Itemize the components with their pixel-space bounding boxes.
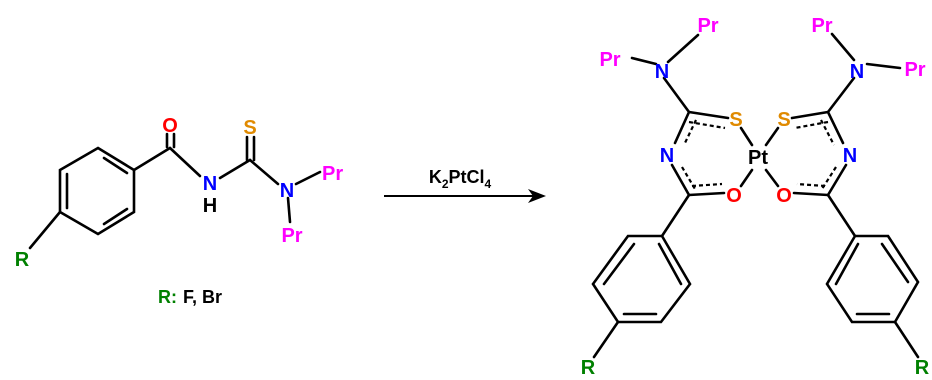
- product-right-propyl-b: Pr: [904, 59, 925, 81]
- reagent-formula: K2PtCl4: [429, 167, 492, 191]
- product-right-r-group: R: [915, 357, 930, 379]
- product-left-r-group: R: [581, 357, 596, 379]
- reactant-r-group: R: [15, 249, 30, 271]
- product-platinum-atom: Pt: [748, 147, 768, 169]
- reagent-ptcl: PtCl: [449, 167, 485, 187]
- product-right-benzene-ring: [825, 234, 920, 324]
- product-right-ligand: N Pr Pr S N O R: [764, 15, 930, 379]
- substituent-note-values: F, Br: [183, 287, 222, 307]
- reagent-subscript-2: 2: [442, 177, 449, 191]
- reactant-sulfur-atom: S: [243, 117, 256, 139]
- product-right-oxygen-atom: O: [776, 185, 792, 207]
- reactant-molecule: O S N H N Pr Pr R: [15, 115, 344, 271]
- product-left-amine-nitrogen: N: [655, 61, 669, 83]
- reaction-arrow-icon: [384, 189, 546, 203]
- reactant-propyl-2: Pr: [281, 225, 302, 247]
- product-left-propyl-b: Pr: [697, 15, 718, 37]
- reactant-amide-hydrogen: H: [203, 195, 217, 217]
- product-left-oxygen-atom: O: [726, 185, 742, 207]
- product-right-sulfur-atom: S: [777, 109, 790, 131]
- product-left-ligand: N Pr Pr S N O R: [581, 15, 754, 379]
- reagent-subscript-4: 4: [485, 177, 492, 191]
- product-left-sulfur-atom: S: [729, 109, 742, 131]
- reactant-benzene-ring: [58, 146, 136, 236]
- reactant-amide-nitrogen: N: [203, 173, 217, 195]
- product-left-ring-nitrogen: N: [660, 145, 674, 167]
- substituent-note-label: R:: [158, 287, 177, 307]
- product-right-amine-nitrogen: N: [850, 61, 864, 83]
- substituent-note: R: F, Br: [158, 287, 222, 307]
- reactant-amine-nitrogen: N: [280, 180, 294, 202]
- reactant-propyl-1: Pr: [322, 163, 343, 185]
- product-right-ring-nitrogen: N: [843, 145, 857, 167]
- product-complex: Pt N: [581, 15, 930, 379]
- reactant-oxygen-atom: O: [162, 115, 178, 137]
- product-right-propyl-a: Pr: [811, 15, 832, 37]
- reagent-k: K: [429, 167, 442, 187]
- product-left-propyl-a: Pr: [599, 49, 620, 71]
